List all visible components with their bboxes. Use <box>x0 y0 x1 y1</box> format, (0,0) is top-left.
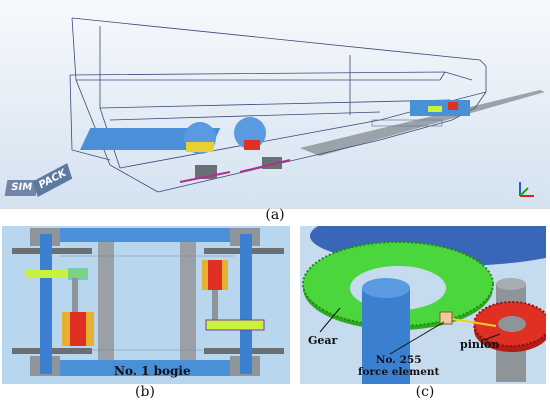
front-bogie <box>80 117 291 183</box>
caption-b: (b) <box>135 384 155 400</box>
frame-left-bolster <box>98 242 114 360</box>
frame-bottom-beam <box>60 360 234 376</box>
panel-c-gear-closeup: Gear No. 255 force element pinion <box>300 226 546 384</box>
panel-a-vehicle-model: SIM PACK <box>0 0 550 209</box>
bogie-label: No. 1 bogie <box>114 364 191 378</box>
coordinate-axes-icon <box>519 182 534 197</box>
panel-b-bogie-top-view: No. 1 bogie <box>2 226 290 384</box>
track-rail <box>300 90 545 156</box>
vehicle-wireframe-view <box>0 0 550 208</box>
gear-label: Gear <box>308 334 338 347</box>
annotation-leaders <box>319 307 501 355</box>
force-element-label-line2: force element <box>358 366 440 378</box>
rear-bogie <box>371 100 470 127</box>
force-element-marker <box>439 311 497 327</box>
caption-c: (c) <box>415 384 435 400</box>
caption-a: (a) <box>265 207 285 223</box>
frame-right-bolster <box>180 242 196 360</box>
left-wheelset <box>12 228 94 376</box>
right-wheelset <box>202 228 284 376</box>
bogie-top-view <box>2 226 290 384</box>
pinion-gear <box>473 301 546 352</box>
gear-shaft <box>362 288 410 384</box>
pinion-label: pinion <box>460 338 500 351</box>
force-element-label-line1: No. 255 <box>375 354 422 366</box>
force-element-label: No. 255 force element <box>358 354 439 378</box>
frame-top-beam <box>60 228 234 242</box>
gear-pinion-view <box>300 226 546 384</box>
